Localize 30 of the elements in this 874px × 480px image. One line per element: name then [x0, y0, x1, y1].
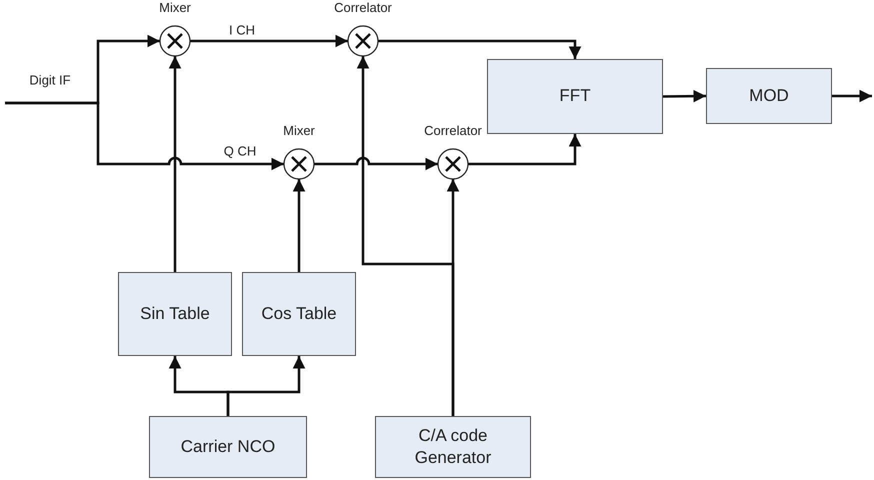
block-label: Mixer	[283, 123, 315, 138]
edge-label: I CH	[228, 22, 256, 38]
block-box	[242, 272, 356, 356]
arrow	[226, 356, 306, 416]
block-box	[118, 272, 232, 356]
block-text: MOD	[748, 84, 790, 107]
block-box	[149, 416, 307, 478]
block-text: C/A code Generator	[414, 424, 492, 469]
block-label: Correlator	[334, 0, 392, 15]
edge-label: Digit IF	[28, 72, 72, 88]
block-text: Carrier NCO	[180, 436, 276, 458]
arrow	[168, 56, 182, 272]
block-box	[706, 68, 832, 124]
arrow	[468, 134, 582, 166]
block-text: Cos Table	[260, 302, 338, 325]
arrow	[662, 90, 706, 102]
arrow	[314, 156, 438, 170]
arrow	[832, 90, 872, 102]
arrow	[190, 34, 348, 48]
block-label: Correlator	[424, 123, 482, 138]
block-box	[375, 416, 531, 478]
block-text: FFT	[558, 85, 592, 108]
arrow	[292, 179, 306, 272]
edge-label: Q CH	[222, 144, 258, 158]
block-text: Sin Table	[139, 302, 211, 325]
block-box	[487, 59, 663, 134]
arrow	[5, 102, 284, 170]
arrow	[378, 40, 582, 59]
block-label: Mixer	[159, 0, 191, 15]
arrow	[356, 56, 454, 416]
